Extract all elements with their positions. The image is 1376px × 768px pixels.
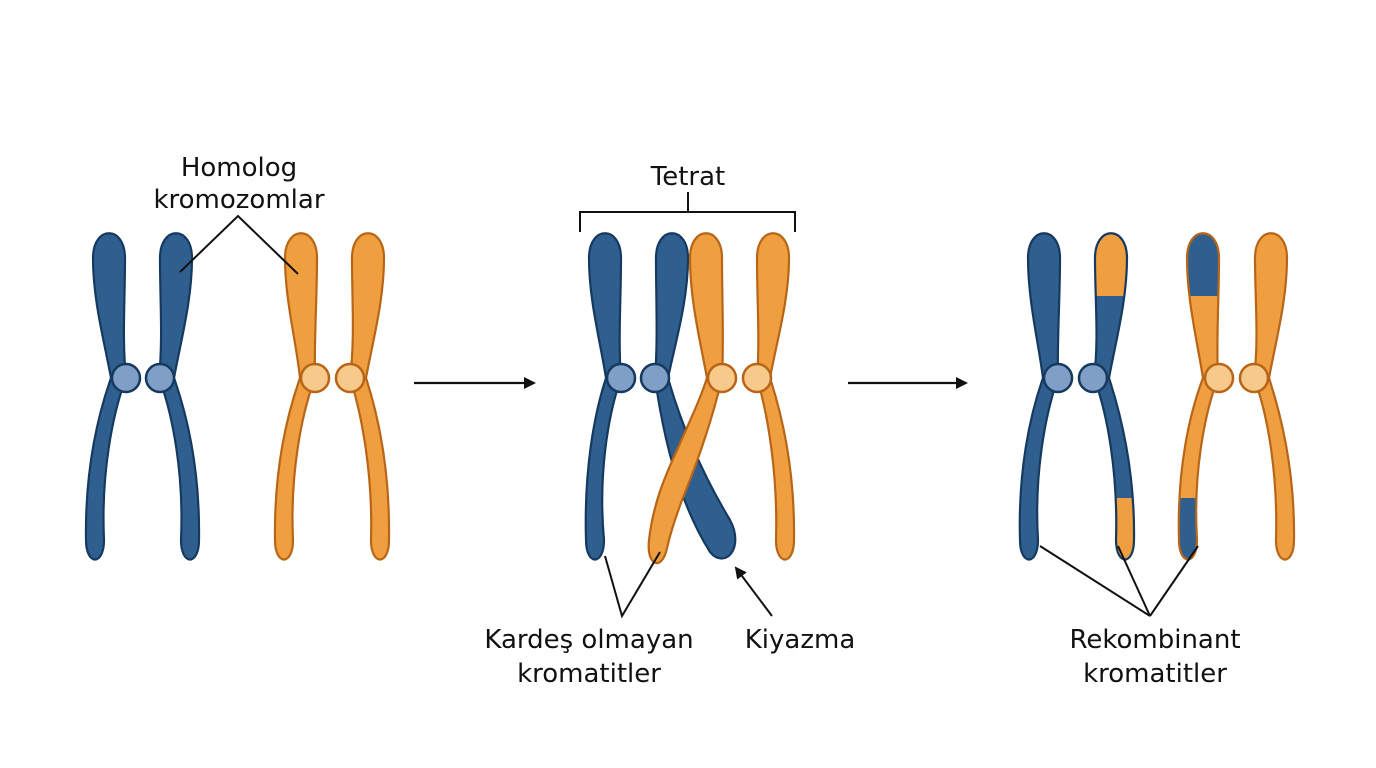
recomb-orange-centromere-right	[1238, 362, 1270, 394]
orange-chromatid-right	[348, 232, 391, 561]
homolog-label-line2: kromozomlar	[153, 185, 324, 215]
homolog-label-line1: Homolog	[181, 153, 297, 183]
recombinant-label-line1: Rekombinant	[1069, 625, 1240, 655]
recombinant-leader-lines	[1039, 545, 1199, 617]
nonsister-label-line2: kromatitler	[517, 659, 661, 689]
blue-centromere-left	[110, 362, 142, 394]
nonsister-label-line1: Kardeş olmayan	[484, 625, 693, 655]
tetrat-bracket: Tetrat	[579, 162, 796, 232]
nonsister-leader-line	[604, 551, 661, 619]
orange-chromosome	[273, 232, 391, 561]
chiasma-label: Kiyazma	[745, 625, 856, 655]
stage-tetrad: Tetrat Kardeş olmayan kromatitler Kiyazm…	[484, 162, 855, 689]
recomb-chromatid-mixed-2	[1177, 232, 1221, 561]
recomb-blue-centromere-left	[1042, 362, 1074, 394]
blue-centromere-right	[144, 362, 176, 394]
orange-centromere-left	[299, 362, 331, 394]
tetrat-label: Tetrat	[650, 162, 725, 192]
recomb-blue-chromatid	[1018, 232, 1062, 561]
stage-homologs: Homolog kromozomlar	[84, 153, 391, 561]
tetrad-orange-centromere-right	[741, 362, 773, 394]
orange-centromere-right	[334, 362, 366, 394]
recomb-blue-centromere-right	[1077, 362, 1109, 394]
recomb-chromatid-mixed-1	[1092, 232, 1136, 561]
orange-nonsister-chromatid	[647, 232, 724, 565]
homolog-leader-line	[179, 214, 299, 275]
recombinant-label-line2: kromatitler	[1083, 659, 1227, 689]
orange-chromatid-left	[273, 232, 319, 561]
tetrad-orange-centromere-left	[706, 362, 738, 394]
recomb-orange-chromatid	[1252, 232, 1296, 561]
blue-chromosome	[84, 232, 201, 561]
recomb-orange-centromere-left	[1203, 362, 1235, 394]
stage-recombinant: Rekombinant kromatitler	[1018, 232, 1296, 689]
chiasma-arrow	[734, 566, 773, 617]
tetrad-blue-centromere-left	[605, 362, 637, 394]
blue-sister-chromatid	[584, 232, 623, 561]
blue-chromatid-right	[157, 232, 201, 561]
orange-sister-chromatid	[755, 232, 796, 561]
tetrad-blue-centromere-right	[639, 362, 671, 394]
blue-chromatid-left	[84, 232, 128, 561]
